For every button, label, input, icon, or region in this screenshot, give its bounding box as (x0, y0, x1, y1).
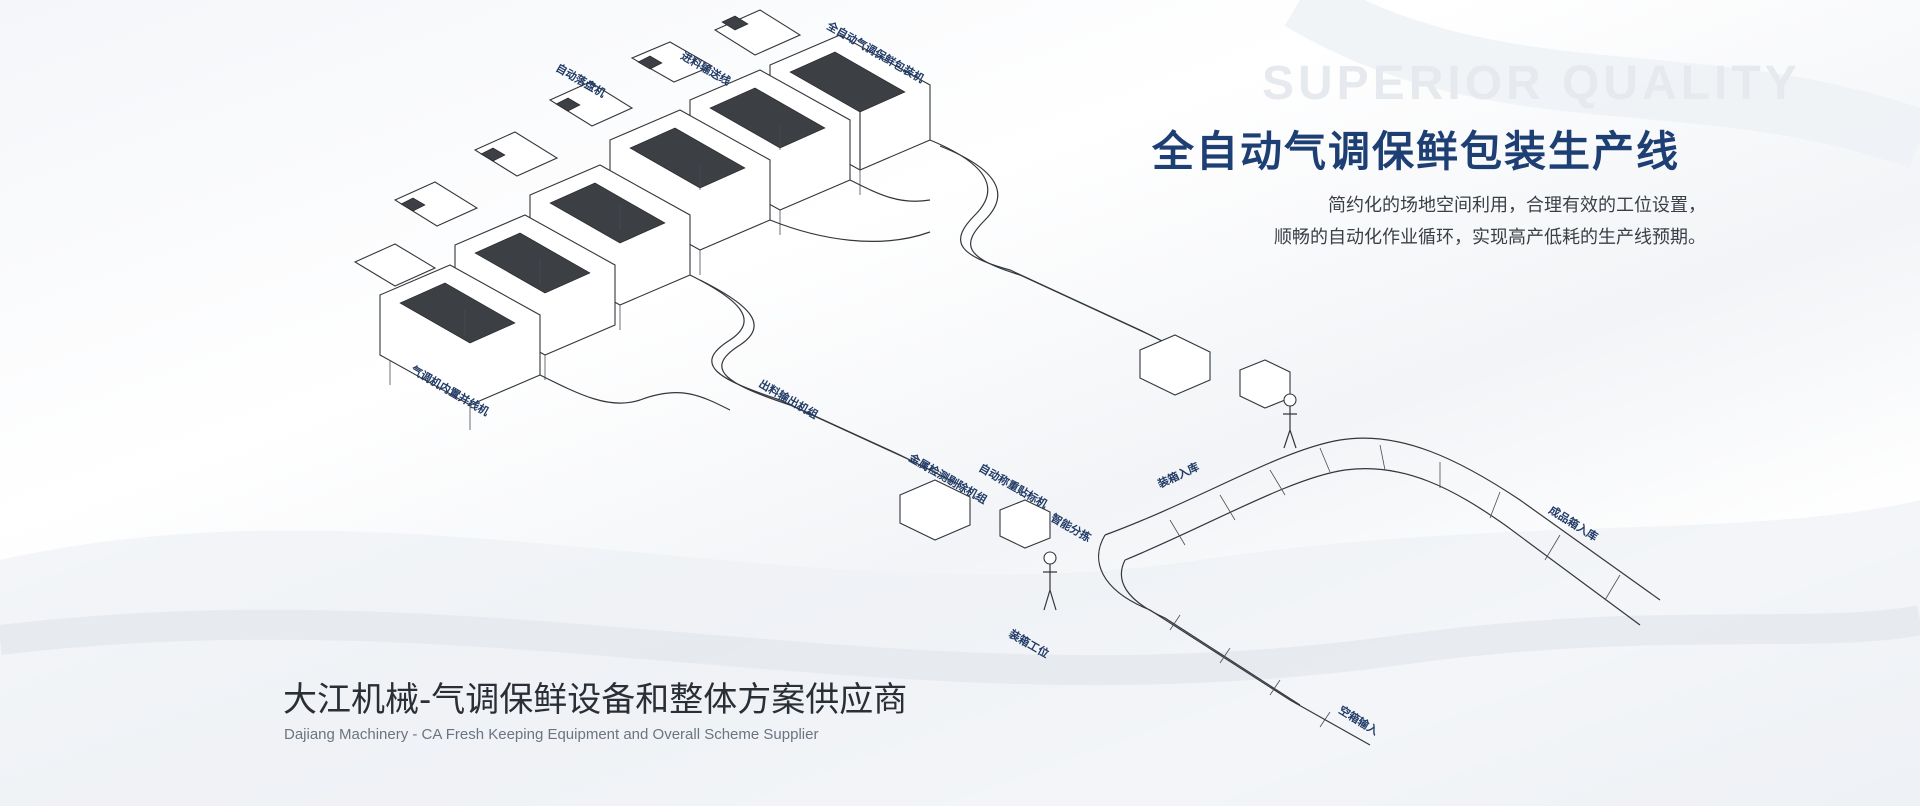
station-boxes (899, 334, 1291, 549)
label-sort: 智能分拣 (1049, 510, 1094, 544)
roller-conveyor (1098, 437, 1661, 746)
label-outfeed: 出料输出机组 (757, 376, 821, 421)
packing-machine-row-6 (353, 243, 541, 406)
company-tagline-cn: 大江机械-气调保鲜设备和整体方案供应商 (283, 680, 908, 720)
label-box-in: 装箱入库 (1154, 459, 1201, 491)
label-weigh: 自动称重贴标机 (977, 460, 1051, 511)
machine-legs (389, 125, 861, 430)
label-boxing: 装箱工位 (1006, 626, 1052, 661)
description-line-1: 简约化的场地空间利用，合理有效的工位设置， (1328, 195, 1706, 216)
company-tagline-en: Dajiang Machinery - CA Fresh Keeping Equ… (284, 726, 819, 743)
description-line-2: 顺畅的自动化作业循环，实现高产低耗的生产线预期。 (1274, 227, 1706, 248)
page-title: 全自动气调保鲜包装生产线 (1152, 128, 1681, 175)
description: 简约化的场地空间利用，合理有效的工位设置， 顺畅的自动化作业循环，实现高产低耗的… (1274, 190, 1706, 254)
label-empty-box: 空箱输入 (1336, 703, 1381, 738)
operator-figures (1043, 393, 1297, 611)
watermark-text: SUPERIOR QUALITY (1262, 57, 1801, 110)
conveyor-lines (539, 139, 1211, 486)
